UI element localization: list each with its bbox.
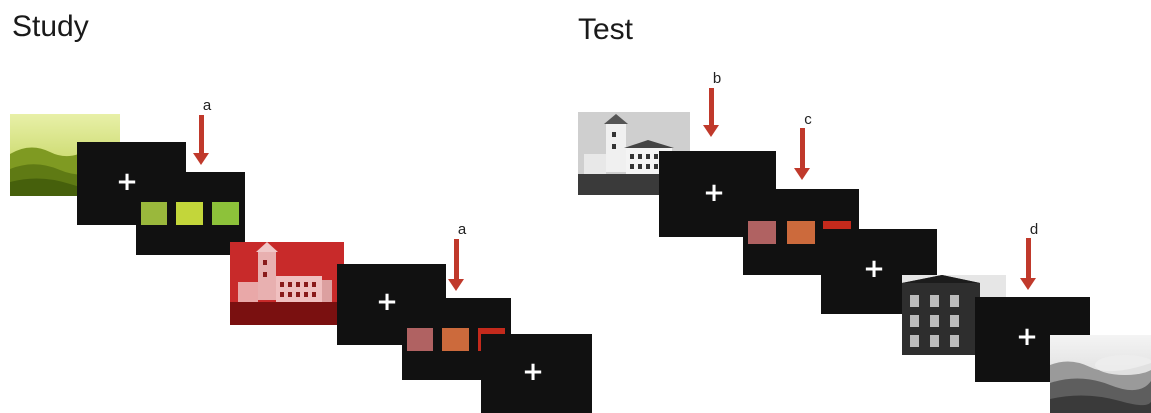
study-fixation-screen-3: + (481, 334, 592, 413)
color-swatch (442, 328, 469, 351)
color-swatch (212, 202, 239, 225)
study-fixation-screen-2: + (337, 264, 446, 345)
fixation-cross: + (376, 287, 398, 317)
fixation-cross: + (116, 167, 138, 197)
color-swatch (748, 221, 776, 244)
arrow-label-a: a (202, 97, 212, 114)
color-swatch (407, 328, 433, 351)
arrow-label-c: c (804, 111, 812, 128)
color-swatch (176, 202, 203, 225)
grayscale-mountains-image (1050, 335, 1151, 413)
color-swatch-partial (823, 221, 851, 229)
color-swatch (787, 221, 815, 244)
fixation-cross: + (703, 178, 725, 208)
arrow-label-b: b (712, 70, 722, 87)
arrow-label-d: d (1029, 221, 1039, 238)
study-swatch-screen-green (136, 172, 245, 255)
fixation-cross: + (863, 254, 885, 284)
test-heading: Test (578, 13, 634, 46)
study-heading: Study (12, 10, 89, 43)
fixation-cross: + (522, 357, 544, 387)
red-castle-image (230, 242, 344, 325)
arrow-label-a: a (457, 221, 467, 238)
color-swatch (141, 202, 167, 225)
fixation-cross: + (1016, 322, 1038, 352)
